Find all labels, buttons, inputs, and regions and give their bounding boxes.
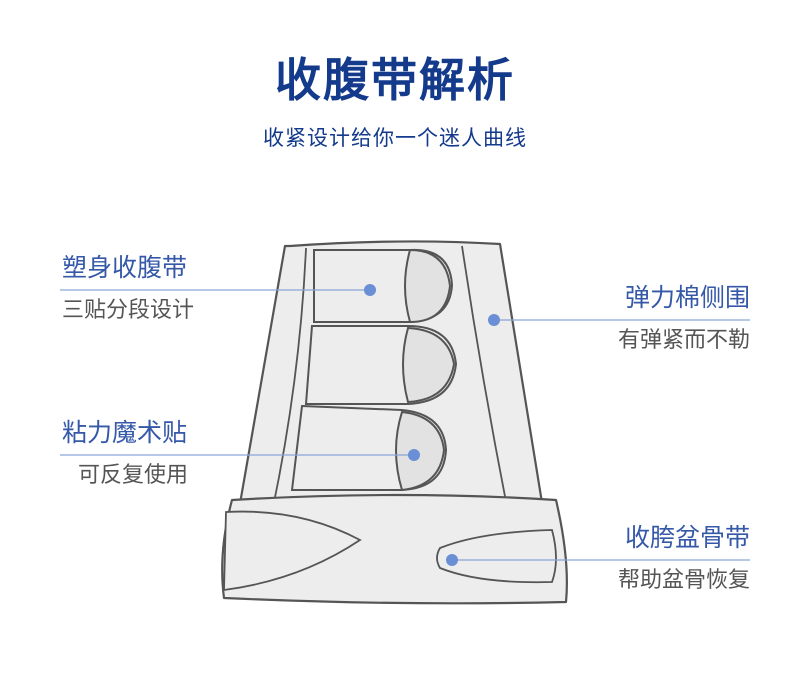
marker-dot-3 <box>488 314 500 326</box>
callout-hip-belt: 收胯盆骨带 帮助盆骨恢复 <box>618 522 750 596</box>
marker-dot-1 <box>364 284 376 296</box>
hip-belt-left-tab <box>223 510 362 592</box>
velcro-tab-1 <box>404 248 452 324</box>
callout-desc: 三贴分段设计 <box>62 298 195 323</box>
callout-shaping-band: 塑身收腹带 三贴分段设计 <box>62 252 194 326</box>
callout-elastic-side: 弹力棉侧围 有弹紧而不勒 <box>618 282 750 356</box>
callout-name: 粘力魔术贴 <box>62 418 188 447</box>
callout-desc: 帮助盆骨恢复 <box>617 568 750 593</box>
callout-desc: 可反复使用 <box>78 463 189 488</box>
marker-dot-4 <box>446 554 458 566</box>
velcro-tab-2 <box>402 326 456 404</box>
callout-name: 收胯盆骨带 <box>624 523 750 552</box>
callout-name: 弹力棉侧围 <box>624 283 750 312</box>
page-title: 收腹带解析 <box>275 53 515 107</box>
callout-desc: 有弹紧而不勒 <box>617 328 750 353</box>
page-subtitle: 收紧设计给你一个迷人曲线 <box>263 126 527 150</box>
velcro-tab-3 <box>395 410 446 492</box>
left-side-strip <box>271 247 307 513</box>
hip-belt-right-tab <box>436 529 557 584</box>
callout-velcro: 粘力魔术贴 可反复使用 <box>62 417 188 491</box>
marker-dot-2 <box>408 449 420 461</box>
callout-name: 塑身收腹带 <box>62 253 188 282</box>
side-panel-line <box>461 245 509 513</box>
